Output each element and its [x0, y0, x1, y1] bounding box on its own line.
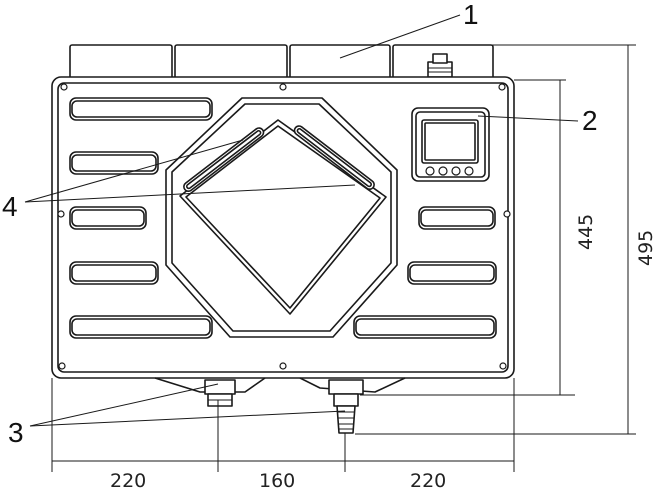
- vertical-dimensions: [355, 44, 636, 435]
- controller-display: [411, 107, 490, 182]
- left-vent-slots: [69, 97, 213, 339]
- screw-bottom-right: [499, 362, 507, 370]
- controller-screen: [421, 119, 479, 164]
- housing-screws: [57, 83, 511, 370]
- callout-2: 2: [582, 105, 598, 136]
- horizontal-dimensions: [51, 378, 515, 472]
- screw-mid-right: [503, 210, 511, 218]
- callout-1: 1: [463, 0, 479, 30]
- right-vent-slots: [353, 206, 497, 339]
- dimension-width-right: 220: [410, 470, 446, 489]
- controller-button-2: [438, 166, 448, 176]
- screw-mid-left: [57, 210, 65, 218]
- fitting-right: [328, 379, 364, 434]
- screw-bottom-center: [279, 362, 287, 370]
- screw-top-center: [279, 83, 287, 91]
- controller-button-1: [425, 166, 435, 176]
- controller-button-4: [464, 166, 474, 176]
- dimension-width-left: 220: [110, 470, 146, 489]
- filter-handle-left: [183, 127, 265, 192]
- screw-bottom-left: [58, 362, 66, 370]
- callout-leaders: [24, 14, 579, 427]
- filter-handle-right: [293, 125, 375, 190]
- filter-handles: [183, 125, 375, 192]
- bottom-fittings: [154, 377, 406, 434]
- dimension-height-body: 445: [575, 214, 597, 250]
- dimension-width-middle: 160: [259, 470, 295, 489]
- callout-4: 4: [2, 191, 18, 222]
- controller-button-3: [451, 166, 461, 176]
- top-duct-collars: [69, 44, 494, 81]
- screw-top-left: [60, 83, 68, 91]
- screw-top-right: [498, 83, 506, 91]
- fitting-left: [204, 379, 236, 407]
- top-cable-gland: [427, 53, 453, 78]
- callout-3: 3: [8, 417, 24, 448]
- dimension-height-total: 495: [635, 230, 654, 266]
